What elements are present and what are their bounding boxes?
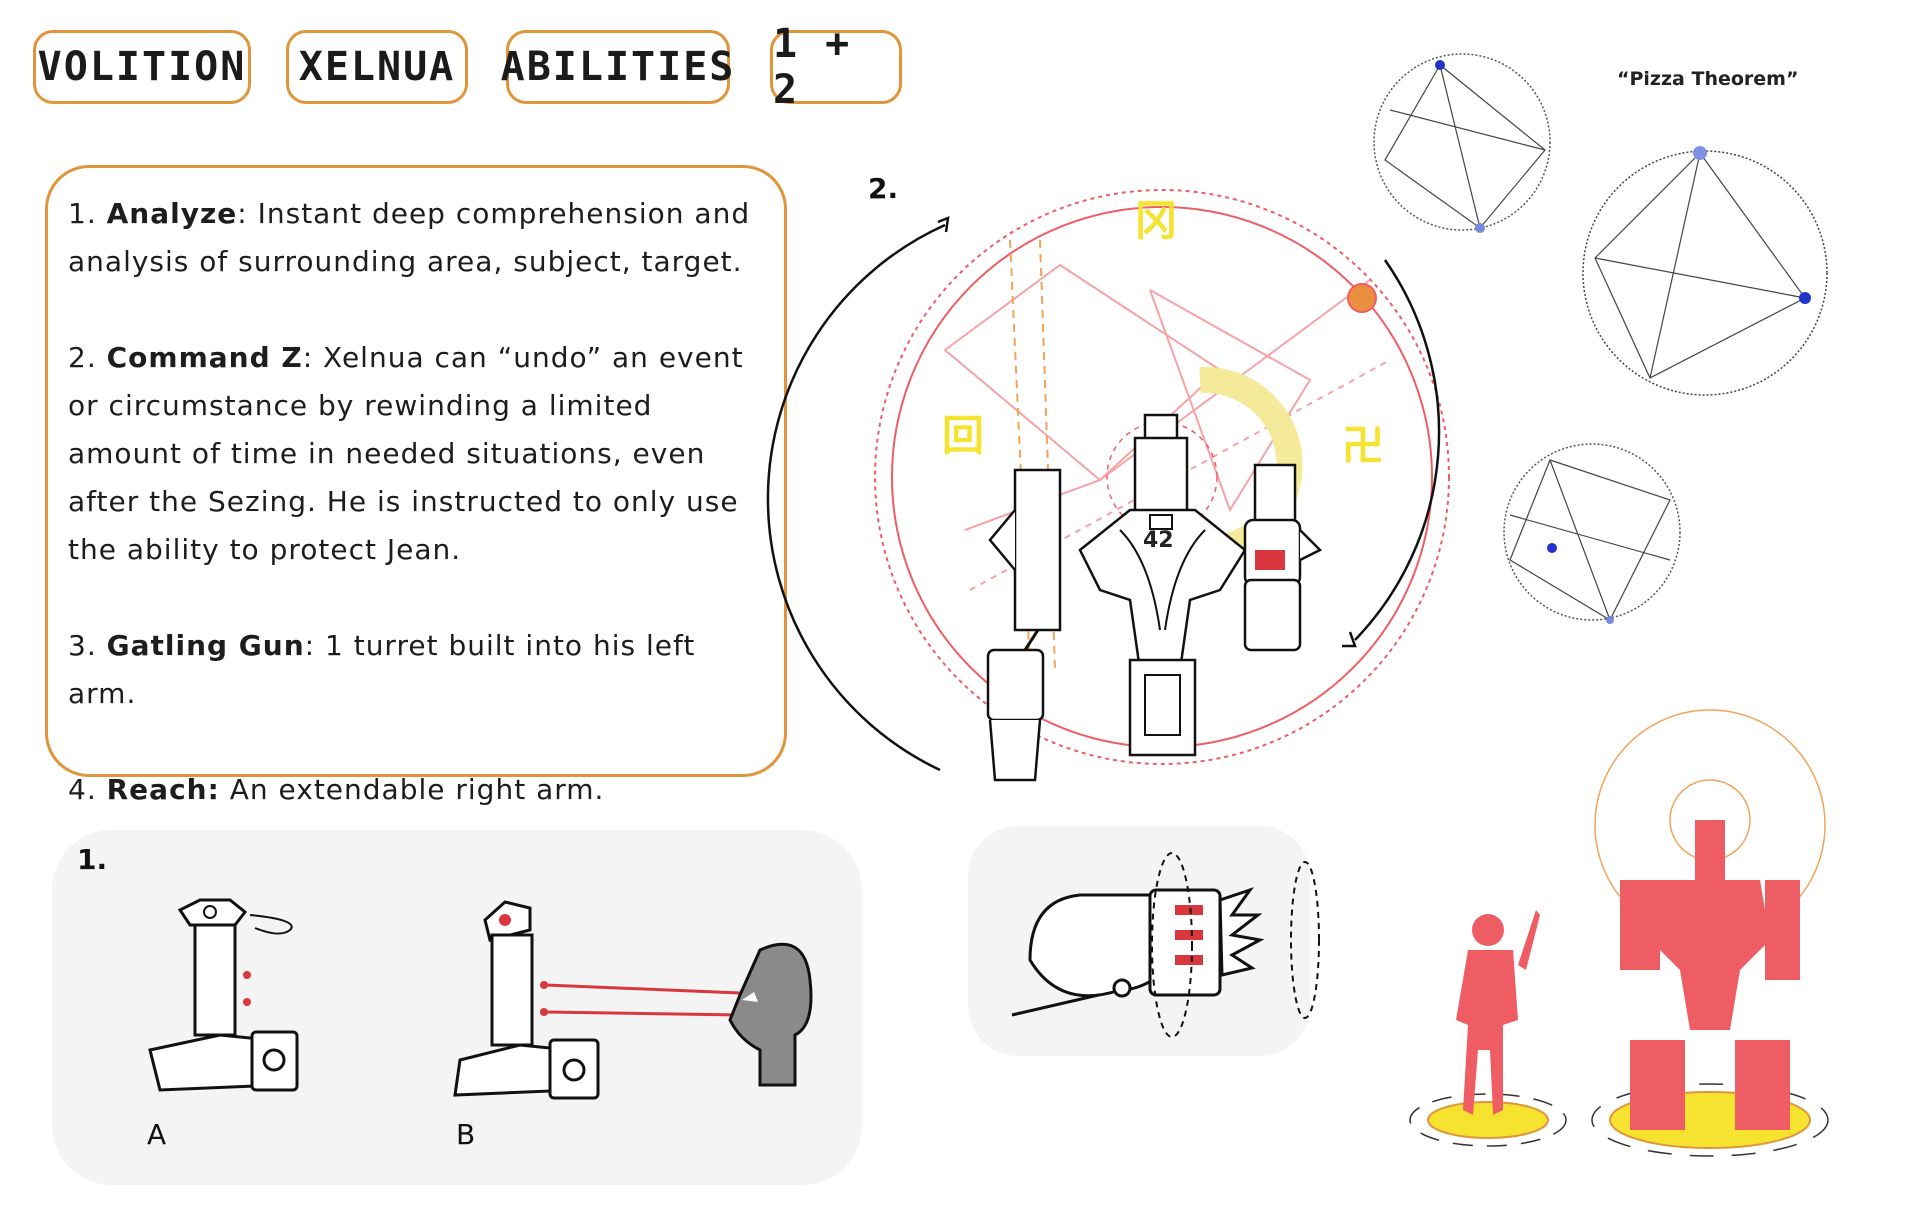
ability-reach: 4. Reach: An extendable right arm. [68, 773, 605, 806]
xelnua-silhouette [1591, 709, 1829, 1157]
ability-analyze: 1. Analyze: Instant deep comprehension a… [68, 197, 751, 278]
pizza-theorem-circle-2 [1582, 146, 1828, 396]
head-turret-a-illustration [148, 898, 299, 1092]
ability-gatling-gun: 3. Gatling Gun: 1 turret built into his … [68, 629, 696, 710]
tag-volition: VOLITION [33, 30, 251, 104]
ability-command-z: 2. Command Z: Xelnua can “undo” an event… [68, 341, 744, 566]
pizza-theorem-title: “Pizza Theorem” [1617, 68, 1799, 90]
abilities-card: 1. Analyze: Instant deep comprehension a… [45, 165, 787, 806]
diagram-label-2: 2. [868, 172, 899, 205]
pizza-theorem-circle-1 [1373, 53, 1551, 233]
svg-text:冈: 冈 [1135, 196, 1177, 245]
tag-1-2: 1 + 2 [770, 21, 902, 113]
pizza-theorem-circle-3 [1503, 443, 1681, 624]
svg-text:回: 回 [942, 411, 984, 460]
caption-a: A [147, 1118, 167, 1151]
tag-xelnua: XELNUA [286, 30, 468, 104]
head-turret-b-illustration [453, 900, 813, 1100]
analyze-diagram-panel [52, 830, 862, 1185]
robot-number: 42 [1143, 528, 1174, 553]
extendable-arm-illustration [1011, 852, 1320, 1038]
jean-silhouette [1409, 910, 1567, 1147]
caption-b: B [456, 1118, 476, 1151]
svg-text:卍: 卍 [1342, 421, 1384, 470]
xelnua-robot-illustration [986, 413, 1323, 782]
diagram-label-1: 1. [77, 843, 108, 876]
tag-abilities: ABILITIES [501, 30, 733, 104]
